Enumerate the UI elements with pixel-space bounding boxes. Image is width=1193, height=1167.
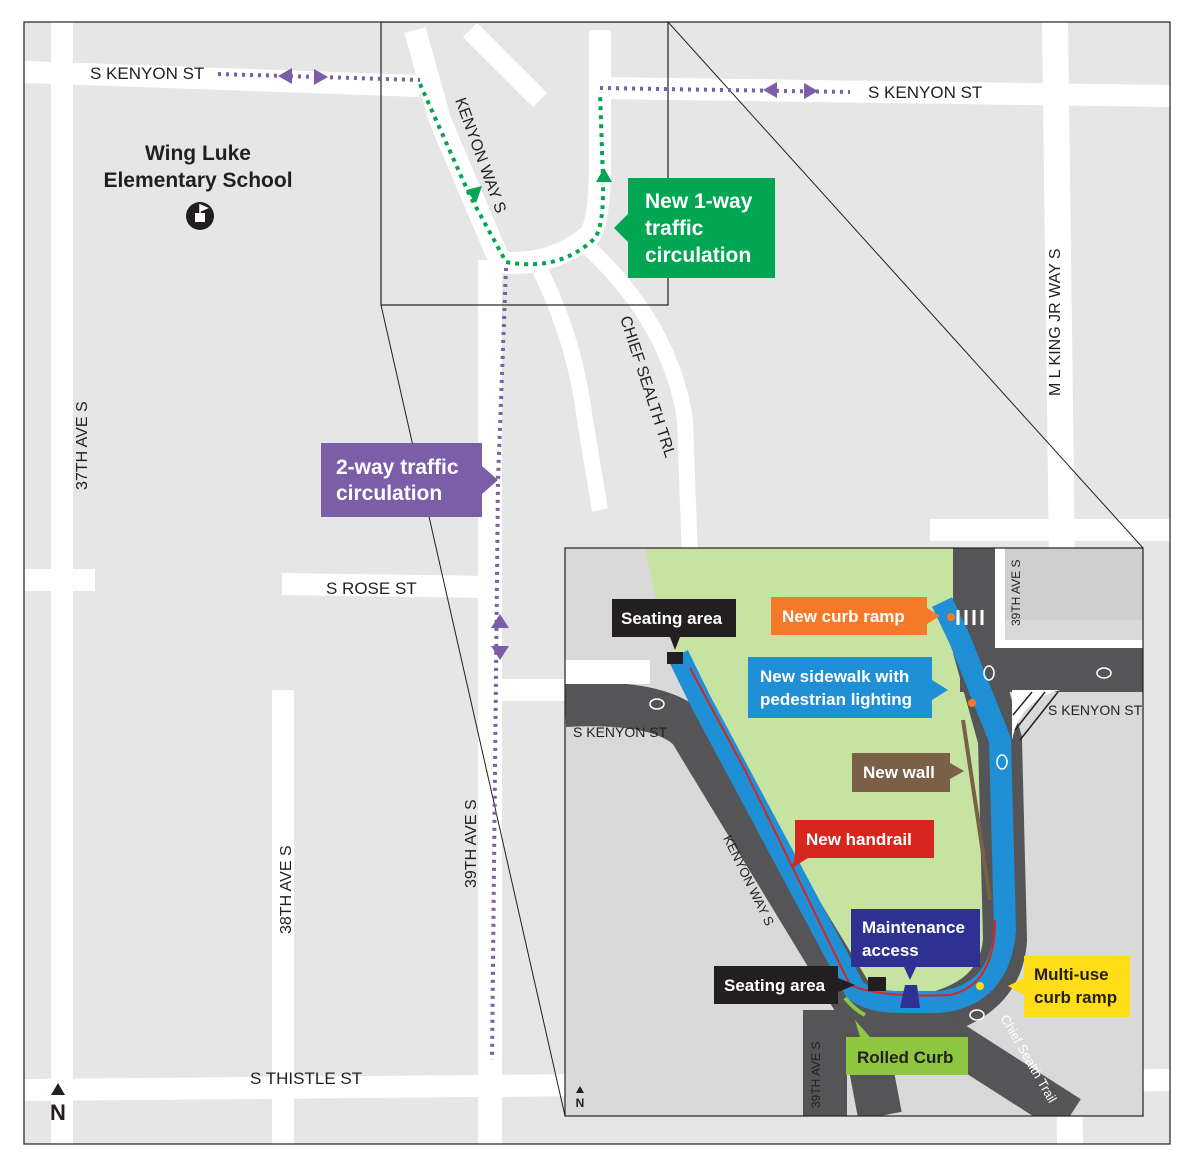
new-handrail-line xyxy=(689,667,996,997)
seating-bottom-text: Seating area xyxy=(724,976,826,995)
one-way-arrows xyxy=(466,168,612,203)
inset-ave39-top-label: 39TH AVE S xyxy=(1009,560,1023,626)
seating-bottom-marker xyxy=(868,977,886,991)
callout-curb-ramp: New curb ramp xyxy=(771,597,940,635)
multi-use-line2: curb ramp xyxy=(1034,988,1117,1007)
rolled-curb-line xyxy=(843,996,866,1017)
callout-seating-bottom: Seating area xyxy=(714,966,855,1004)
two-way-line1: 2-way traffic xyxy=(336,456,459,479)
handrail-text: New handrail xyxy=(806,830,912,849)
s-thistle-label: S THISTLE ST xyxy=(250,1069,362,1088)
hatched-island xyxy=(1012,690,1060,741)
maintenance-marker xyxy=(900,985,920,1008)
school-icon xyxy=(186,202,214,230)
callout-maintenance: Maintenance access xyxy=(851,909,980,980)
ave38-label: 38TH AVE S xyxy=(278,845,295,934)
inset-north-label: N xyxy=(576,1096,585,1110)
ave37-label: 37TH AVE S xyxy=(74,401,91,490)
maintenance-line1: Maintenance xyxy=(862,918,965,937)
wall-text: New wall xyxy=(863,763,935,782)
one-way-route xyxy=(418,83,606,267)
two-way-callout: 2-way traffic circulation xyxy=(321,443,498,517)
new-sidewalk xyxy=(668,597,1017,1013)
multi-use-line1: Multi-use xyxy=(1034,965,1109,984)
s-kenyon-east-label: S KENYON ST xyxy=(868,83,982,102)
school-name-line2: Elementary School xyxy=(103,169,292,192)
north-arrow: N xyxy=(50,1083,66,1125)
sidewalk-line2: pedestrian lighting xyxy=(760,690,912,709)
multi-use-dot xyxy=(976,982,984,990)
curb-ramp-text: New curb ramp xyxy=(782,607,905,626)
one-way-line3: circulation xyxy=(645,244,751,267)
callout-rolled-curb: Rolled Curb xyxy=(846,1020,968,1075)
sidewalk-line1: New sidewalk with xyxy=(760,667,909,686)
curb-ramp-dot xyxy=(947,613,955,621)
ave39-label: 39TH AVE S xyxy=(463,799,480,888)
seating-top-marker xyxy=(667,652,683,664)
callout-seating-top: Seating area xyxy=(612,599,736,650)
inset-north-arrow: N xyxy=(576,1086,585,1110)
callout-handrail: New handrail xyxy=(792,820,934,868)
callout-multi-use: Multi-use curb ramp xyxy=(1008,956,1130,1017)
new-wall-line xyxy=(961,719,992,901)
two-way-line2: circulation xyxy=(336,482,442,505)
one-way-callout: New 1-way traffic circulation xyxy=(614,178,775,278)
inset-kenyon-east-label: S KENYON ST xyxy=(1048,702,1143,718)
crosswalk xyxy=(956,610,984,625)
sidewalk-dot xyxy=(968,699,976,707)
one-way-line2: traffic xyxy=(645,217,704,240)
school-name-line1: Wing Luke xyxy=(145,142,251,165)
s-kenyon-west-label: S KENYON ST xyxy=(90,64,204,83)
one-way-line1: New 1-way xyxy=(645,190,753,213)
seating-top-text: Seating area xyxy=(621,609,723,628)
traffic-symbols xyxy=(649,665,1112,1021)
north-label: N xyxy=(50,1100,66,1125)
maintenance-line2: access xyxy=(862,941,919,960)
callout-sidewalk: New sidewalk with pedestrian lighting xyxy=(748,657,948,718)
inset-ave39-bottom-label: 39TH AVE S xyxy=(809,1042,823,1108)
ml-king-label: M L KING JR WAY S xyxy=(1047,248,1064,396)
inset-map: 39TH AVE S S KENYON ST S KENYON ST KENYO… xyxy=(564,547,1144,1117)
inset-locator-box xyxy=(380,22,669,306)
two-way-arrows xyxy=(278,68,818,660)
rolled-curb-text: Rolled Curb xyxy=(857,1048,953,1067)
callout-wall: New wall xyxy=(852,753,964,792)
s-rose-label: S ROSE ST xyxy=(326,579,417,598)
inset-kenyon-west-label: S KENYON ST xyxy=(573,724,668,740)
